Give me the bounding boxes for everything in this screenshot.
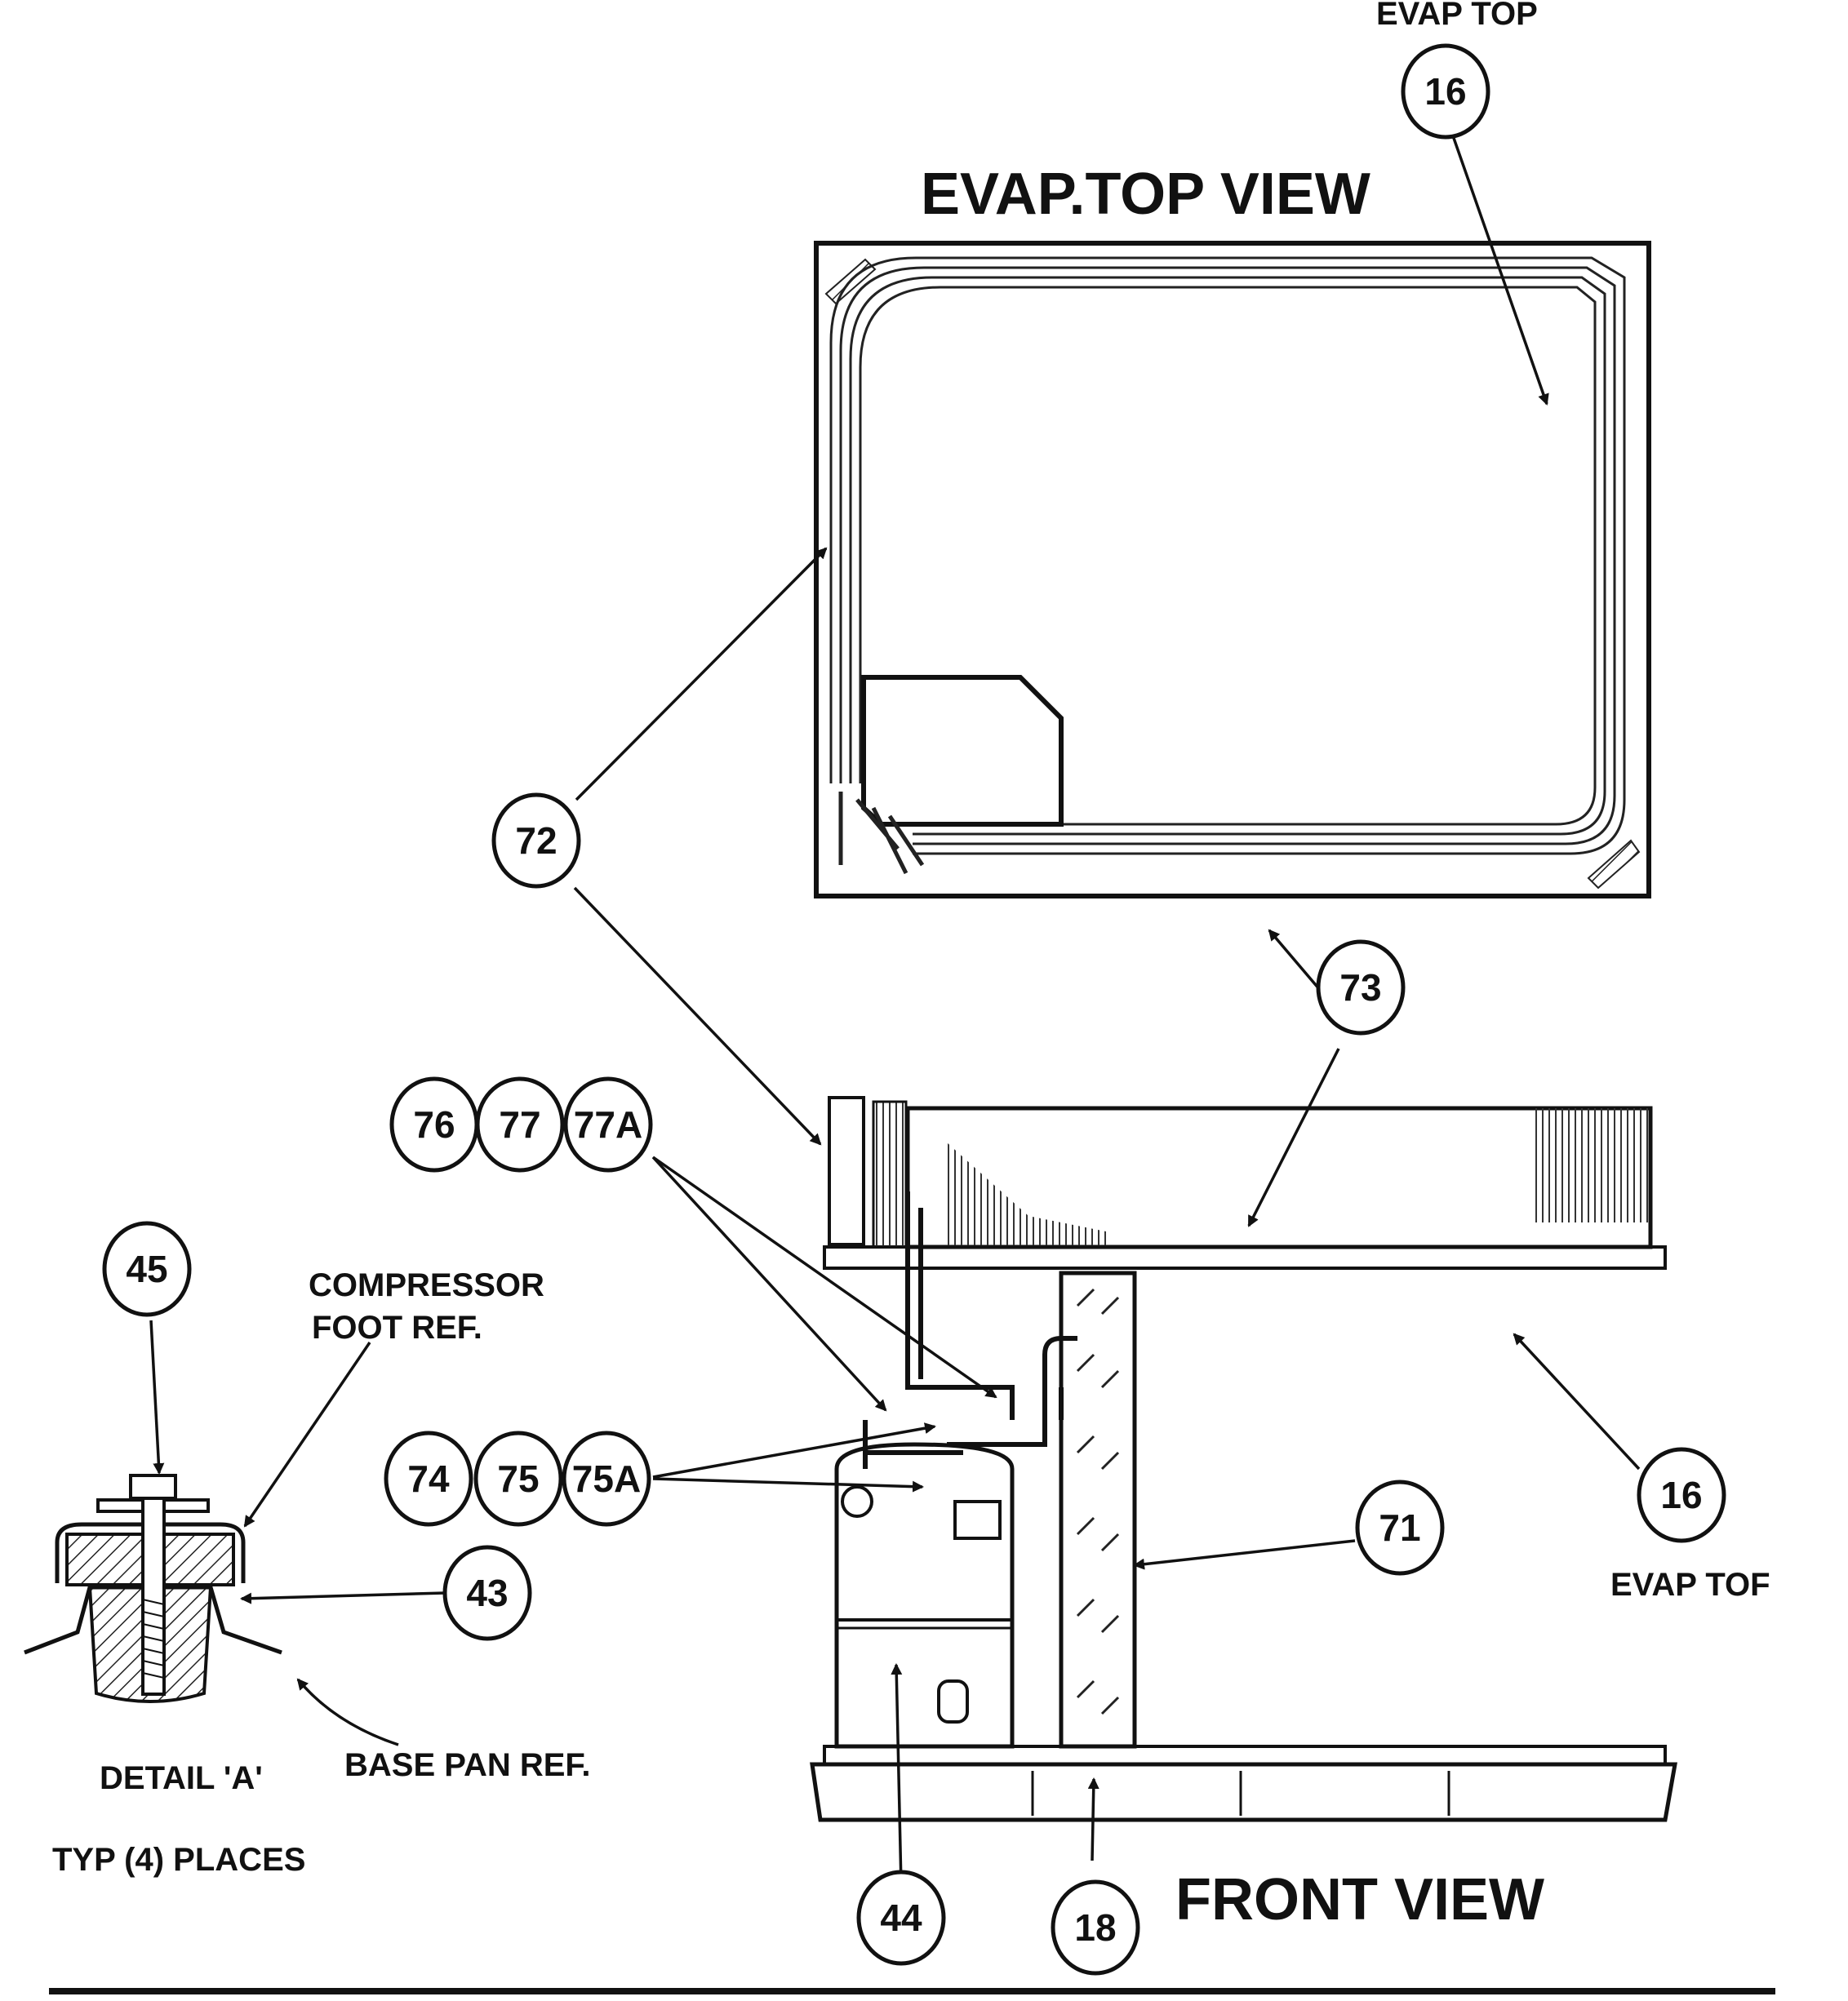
top-view-title: EVAP.TOP VIEW xyxy=(921,162,1370,227)
bolt-head xyxy=(129,1474,177,1500)
tube-sheet xyxy=(828,1096,865,1246)
top-piping xyxy=(838,792,925,875)
corner-brackets xyxy=(824,258,1641,890)
support-bracket xyxy=(1059,1271,1137,1749)
coil-fins-right xyxy=(1535,1108,1649,1222)
bolt-shank xyxy=(141,1497,166,1696)
callout-72: 72 xyxy=(515,819,557,862)
compressor-foot-label-1: COMPRESSOR xyxy=(309,1267,544,1303)
base-pan-label: BASE PAN REF. xyxy=(344,1747,591,1783)
leader-lines xyxy=(149,126,1641,1886)
bolt-threads xyxy=(142,1599,165,1679)
callout-75a: 75A xyxy=(572,1457,641,1500)
callout-74: 74 xyxy=(407,1457,450,1500)
evap-coil-tubes xyxy=(829,256,1626,855)
callout-45: 45 xyxy=(126,1248,167,1290)
typ-places-label: TYP (4) PLACES xyxy=(52,1842,305,1878)
front-view xyxy=(810,1096,1677,1822)
callout-75: 75 xyxy=(497,1457,539,1500)
callout-77a: 77A xyxy=(574,1103,642,1146)
callout-circles xyxy=(102,43,1726,1976)
compressor-foot-label-2: FOOT REF. xyxy=(312,1310,482,1346)
bracket-slots xyxy=(1076,1288,1120,1715)
evap-top-upper-label: EVAP TOP xyxy=(1376,0,1538,32)
callout-77: 77 xyxy=(499,1103,540,1146)
callout-16-right: 16 xyxy=(1660,1474,1702,1516)
top-view-frame xyxy=(814,241,1651,898)
callout-71: 71 xyxy=(1379,1506,1420,1549)
callout-16-top: 16 xyxy=(1424,70,1466,113)
callout-73: 73 xyxy=(1339,966,1381,1009)
evap-top-plate xyxy=(823,1245,1667,1270)
detail-a-label: DETAIL 'A' xyxy=(100,1760,263,1796)
front-view-title: FRONT VIEW xyxy=(1175,1867,1544,1932)
detail-a xyxy=(24,1474,282,1703)
evap-top-right-label: EVAP TOF xyxy=(1610,1567,1770,1603)
callout-76: 76 xyxy=(413,1103,455,1146)
base-pan xyxy=(810,1745,1677,1822)
compressor xyxy=(834,1442,1015,1749)
compressor-cutout xyxy=(861,675,1064,827)
callout-44: 44 xyxy=(880,1897,922,1939)
return-bends xyxy=(872,1100,908,1249)
coil-fins-left xyxy=(947,1142,1110,1247)
callout-43: 43 xyxy=(466,1572,508,1614)
evap-top-view xyxy=(814,241,1651,898)
callout-18: 18 xyxy=(1074,1906,1116,1949)
